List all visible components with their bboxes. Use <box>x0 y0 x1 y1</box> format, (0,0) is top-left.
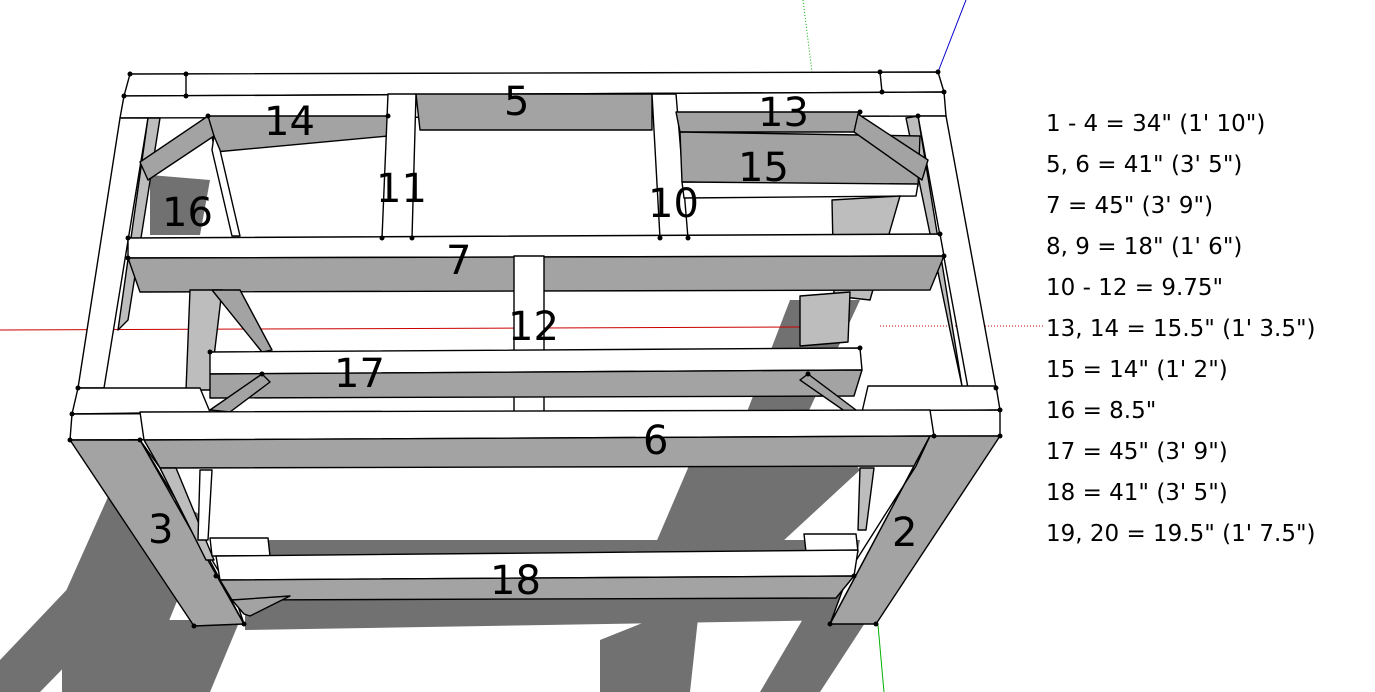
cut-list-item: 18 = 41" (3' 5") <box>1046 480 1228 506</box>
cut-list-item: 1 - 4 = 34" (1' 10") <box>1046 111 1266 137</box>
part-label-10: 10 <box>648 181 699 227</box>
part-label-6: 6 <box>643 418 668 464</box>
green-axis-dotted-line <box>802 0 813 73</box>
part-label-5: 5 <box>504 79 529 125</box>
cut-list-item: 19, 20 = 19.5" (1' 7.5") <box>1046 521 1316 547</box>
part-label-12: 12 <box>508 304 559 350</box>
part-label-14: 14 <box>264 99 315 145</box>
cut-list-item: 17 = 45" (3' 9") <box>1046 439 1228 465</box>
cut-list-item: 13, 14 = 15.5" (1' 3.5") <box>1046 316 1316 342</box>
blue-axis-line <box>937 0 967 73</box>
cut-list-item: 10 - 12 = 9.75" <box>1046 275 1224 301</box>
part-label-3: 3 <box>148 507 173 553</box>
lower-front-frame <box>69 385 1001 627</box>
cut-list-item: 16 = 8.5" <box>1046 398 1157 424</box>
top-cross-pieces <box>207 93 921 239</box>
part-label-15: 15 <box>738 145 789 191</box>
cut-list-item: 5, 6 = 41" (3' 5") <box>1046 152 1243 178</box>
top-frame <box>77 71 997 389</box>
part-label-11: 11 <box>376 166 427 212</box>
green-axis-line <box>877 624 885 692</box>
part-label-13: 13 <box>758 90 809 136</box>
cut-list-item: 7 = 45" (3' 9") <box>1046 193 1214 219</box>
part-label-16: 16 <box>162 190 213 236</box>
part-label-18: 18 <box>490 558 541 604</box>
bottom-rail <box>209 533 859 617</box>
part-number-labels: 5 14 13 15 11 10 16 7 12 17 6 3 2 18 <box>148 79 917 604</box>
part-label-2: 2 <box>892 510 917 556</box>
vertex-markers <box>67 69 1003 629</box>
lower-inner-rails <box>185 289 863 413</box>
part-label-17: 17 <box>334 351 385 397</box>
cut-list-item: 15 = 14" (1' 2") <box>1046 357 1228 383</box>
part-label-7: 7 <box>446 238 471 284</box>
red-axis-line <box>0 326 801 331</box>
cut-list-legend: 1 - 4 = 34" (1' 10") 5, 6 = 41" (3' 5") … <box>1046 104 1366 555</box>
cut-list-item: 8, 9 = 18" (1' 6") <box>1046 234 1243 260</box>
